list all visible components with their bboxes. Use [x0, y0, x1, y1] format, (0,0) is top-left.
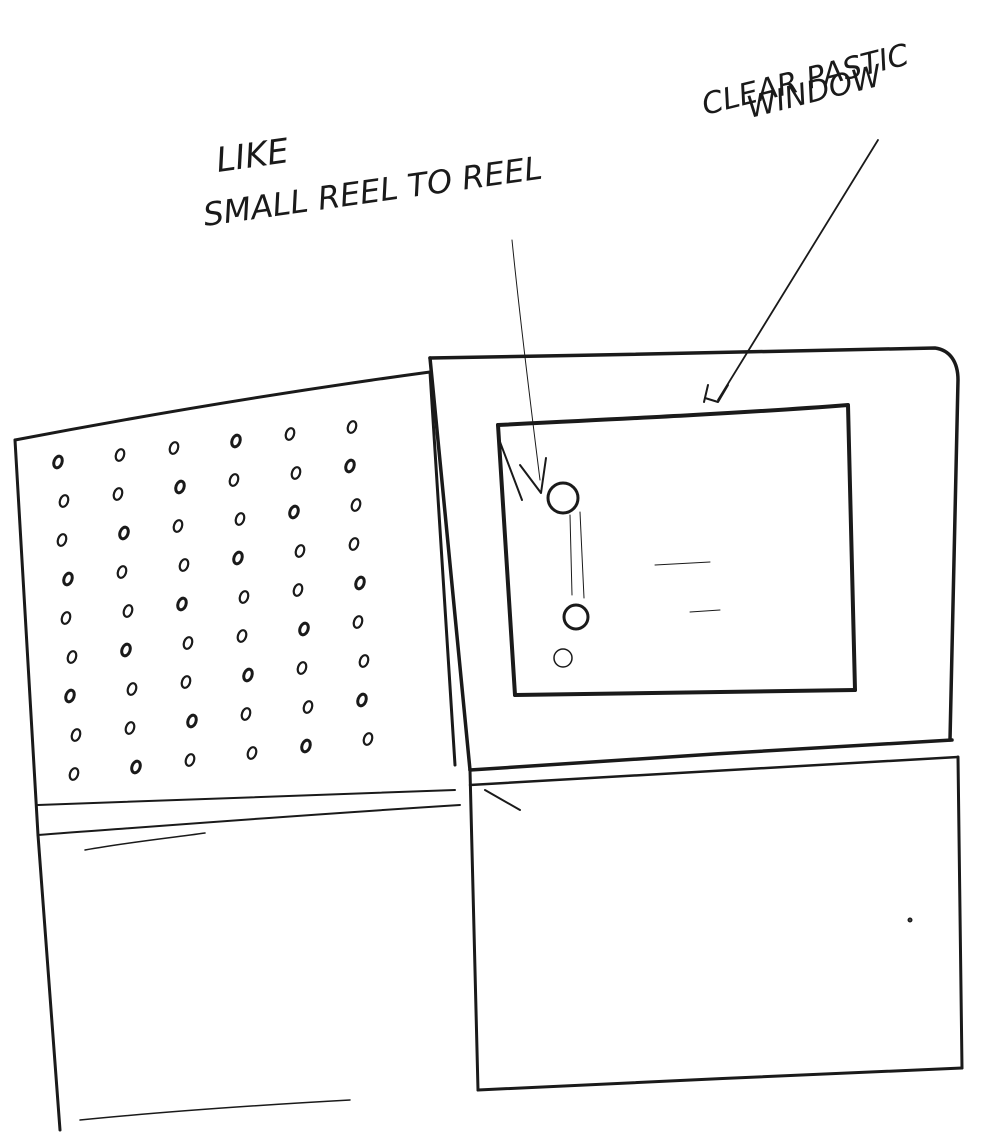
small-reel-icon [554, 649, 572, 667]
grille-hole [56, 533, 68, 547]
grille-hole [358, 654, 370, 668]
grille-hole [284, 427, 296, 441]
grille-hole [70, 728, 82, 742]
grille-hole [60, 611, 72, 625]
grille-hole [230, 434, 242, 448]
grille-hole [116, 565, 128, 579]
lower-reel-icon [564, 605, 588, 629]
grille-hole [242, 668, 254, 682]
grille-hole [362, 732, 374, 746]
grille-hole [238, 590, 250, 604]
grille-hole [246, 746, 258, 760]
grille-hole [168, 441, 180, 455]
grille-hole [296, 661, 308, 675]
grille-hole [112, 487, 124, 501]
grille-hole [114, 448, 126, 462]
grille-hole [228, 473, 240, 487]
grille-hole [120, 643, 132, 657]
grille-hole [300, 739, 312, 753]
grille-hole [292, 583, 304, 597]
grille-hole [174, 480, 186, 494]
grille-hole [64, 689, 76, 703]
grille-hole [352, 615, 364, 629]
grille-hole [182, 636, 194, 650]
grille-hole [58, 494, 70, 508]
grille-hole [180, 675, 192, 689]
grille-hole [122, 604, 134, 618]
grille-hole [344, 459, 356, 473]
left-lower-base [38, 833, 350, 1130]
grille-hole [232, 551, 244, 565]
grille-hole [52, 455, 64, 469]
grille-hole [348, 537, 360, 551]
grille-hole [66, 650, 78, 664]
grille-hole [298, 622, 310, 636]
grille-hole [288, 505, 300, 519]
grille-hole [290, 466, 302, 480]
clear-plastic-window [498, 405, 855, 695]
grille-hole [176, 597, 188, 611]
grille-hole [184, 753, 196, 767]
grille-hole [130, 760, 142, 774]
grille-hole [172, 519, 184, 533]
grille-hole [356, 693, 368, 707]
window-arrow [704, 140, 878, 402]
grille-hole [346, 420, 358, 434]
grille-hole [186, 714, 198, 728]
grille-hole [126, 682, 138, 696]
left-speaker-panel [15, 372, 460, 835]
speaker-grille [52, 420, 374, 781]
reel-annotation-line1: LIKE [214, 131, 292, 181]
upper-reel-icon [548, 483, 578, 513]
grille-hole [302, 700, 314, 714]
grille-hole [350, 498, 362, 512]
grille-hole [354, 576, 366, 590]
grille-hole [240, 707, 252, 721]
grille-hole [236, 629, 248, 643]
grille-hole [234, 512, 246, 526]
grille-hole [118, 526, 130, 540]
right-lower-base [470, 757, 962, 1090]
grille-hole [178, 558, 190, 572]
tape-reels [548, 483, 588, 667]
reel-arrow [512, 240, 546, 493]
grille-hole [294, 544, 306, 558]
grille-hole [68, 767, 80, 781]
grille-hole [62, 572, 74, 586]
grille-hole [124, 721, 136, 735]
